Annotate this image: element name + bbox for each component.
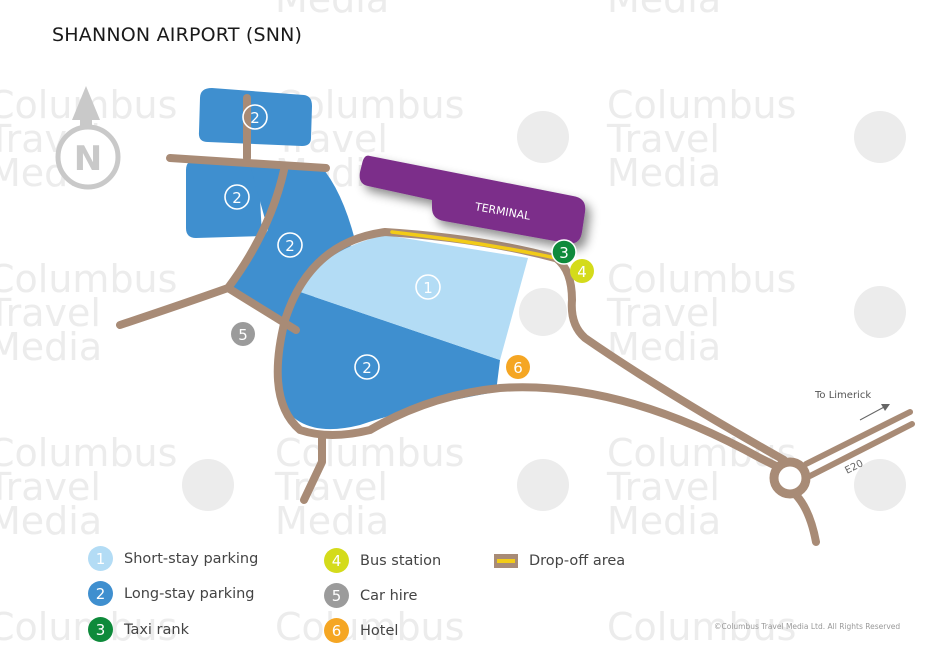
marker-long-stay[interactable]: 2: [354, 354, 380, 380]
drop-off-swatch: [494, 554, 518, 568]
road: [552, 254, 788, 464]
legend-marker: 2: [88, 581, 113, 606]
watermark-text: Media: [607, 0, 721, 21]
legend-item-drop-off: Drop-off area: [494, 553, 625, 569]
marker-label: 4: [577, 263, 587, 281]
legend-marker: 5: [324, 583, 349, 608]
watermark-text: Travel: [0, 465, 101, 509]
marker-bus-station[interactable]: 4: [570, 259, 594, 283]
marker-label: 3: [559, 244, 569, 262]
long-stay-parking-area: [198, 88, 312, 146]
marker-long-stay[interactable]: 2: [242, 104, 268, 130]
legend-item-bus-station: 4 Bus station: [324, 548, 441, 573]
marker-label: 2: [250, 109, 260, 127]
marker-long-stay[interactable]: 2: [277, 232, 303, 258]
legend-marker: 1: [88, 546, 113, 571]
legend-label: Long-stay parking: [124, 585, 255, 602]
legend-item-short-stay: 1 Short-stay parking: [88, 546, 258, 571]
roundabout: [769, 457, 811, 499]
watermark-text: Travel: [606, 291, 720, 335]
motorway-e20: [803, 409, 915, 479]
watermark-text: Columbus: [275, 605, 464, 649]
watermark-text: Columbus: [0, 257, 177, 301]
legend-item-taxi-rank: 3 Taxi rank: [88, 617, 189, 642]
watermark-text: Media: [275, 0, 389, 21]
north-arrow-icon: N: [55, 86, 121, 190]
marker-label: 1: [423, 279, 433, 297]
marker-label: 2: [232, 189, 242, 207]
short-stay-parking-area: [300, 235, 528, 360]
watermark-logo: [182, 111, 906, 511]
watermark-text: Columbus: [0, 431, 177, 475]
watermark-text: Media: [607, 151, 721, 195]
page-title: SHANNON AIRPORT (SNN): [52, 24, 303, 46]
legend-label: Short-stay parking: [124, 550, 259, 567]
legend-item-hotel: 6 Hotel: [324, 618, 398, 643]
watermark-text: Columbus: [607, 83, 796, 127]
watermark: Columbus Travel Media Columbus Travel Me…: [0, 0, 906, 649]
road: [300, 434, 326, 504]
road: [792, 491, 820, 546]
watermark-text: Travel: [606, 465, 720, 509]
marker-label: 2: [362, 359, 372, 377]
marker-car-hire[interactable]: 5: [231, 322, 255, 346]
marker-long-stay[interactable]: 2: [224, 184, 250, 210]
watermark-text: Columbus: [607, 257, 796, 301]
marker-label: 2: [285, 237, 295, 255]
road: [224, 166, 288, 292]
drop-off-area-line: [390, 230, 558, 260]
legend-label: Drop-off area: [529, 553, 626, 569]
legend-item-car-hire: 5 Car hire: [324, 583, 417, 608]
marker-taxi-rank[interactable]: 3: [551, 239, 577, 265]
legend-item-long-stay: 2 Long-stay parking: [88, 581, 255, 606]
legend-label: Taxi rank: [124, 621, 189, 638]
direction-arrow-icon: [859, 404, 890, 421]
roads: [116, 94, 820, 546]
watermark-text: Columbus: [607, 605, 796, 649]
terminal-building: [359, 155, 586, 244]
road: [166, 154, 330, 172]
marker-label: 6: [513, 359, 523, 377]
watermark-text: Travel: [606, 117, 720, 161]
copyright-notice: ©Columbus Travel Media Ltd. All Rights R…: [714, 622, 901, 631]
compass-letter: N: [74, 139, 102, 179]
watermark-text: Travel: [274, 465, 388, 509]
watermark-text: Columbus: [275, 431, 464, 475]
watermark-text: Media: [0, 325, 102, 369]
marker-short-stay[interactable]: 1: [415, 274, 441, 300]
to-limerick-label: To Limerick: [814, 390, 871, 401]
legend-label: Bus station: [360, 552, 442, 569]
marker-hotel[interactable]: 6: [506, 355, 530, 379]
long-stay-parking-area: [186, 160, 262, 238]
watermark-text: Media: [607, 499, 721, 543]
marker-label: 5: [238, 326, 248, 344]
legend-marker: 6: [324, 618, 349, 643]
legend-marker: 3: [88, 617, 113, 642]
legend-marker: 4: [324, 548, 349, 573]
watermark-text: Media: [275, 499, 389, 543]
road: [273, 228, 788, 474]
legend-label: Hotel: [360, 622, 399, 639]
watermark-text: Media: [0, 499, 102, 543]
watermark-text: Travel: [0, 291, 101, 335]
long-stay-parking-area: [230, 165, 355, 330]
legend-label: Car hire: [360, 587, 418, 604]
